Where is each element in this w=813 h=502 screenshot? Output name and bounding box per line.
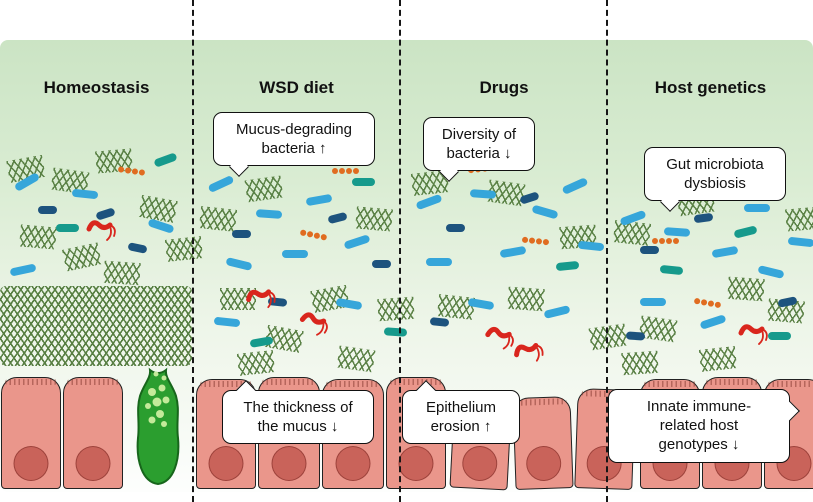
- panel-title-wsd-diet: WSD diet: [259, 78, 334, 97]
- callout-diversity-of-bacteria: Diversity of bacteria ↓: [423, 117, 535, 172]
- bacterium-rod: [768, 332, 791, 340]
- bacterium-cocci-chain: [332, 168, 359, 174]
- callout-gut-microbiota-dysbiosis: Gut microbiota dysbiosis: [644, 147, 786, 202]
- panel-divider: [606, 0, 608, 502]
- cell-nucleus: [398, 446, 434, 481]
- callout-mucus-thickness: The thickness of the mucus ↓: [222, 390, 374, 445]
- mucus-layer: [0, 286, 192, 366]
- panel-divider: [399, 0, 401, 502]
- cell-nucleus: [271, 446, 307, 481]
- bacterium-rod: [426, 258, 452, 266]
- epithelial-cell: [512, 396, 574, 490]
- bacterium-rod: [38, 206, 57, 214]
- bacterium-flagellate: [243, 281, 282, 319]
- callout-innate-immune-genotypes: Innate immune- related host genotypes ↓: [608, 389, 790, 463]
- bacterium-rod: [282, 250, 308, 258]
- bacterium-rod: [640, 246, 659, 254]
- bacterium-flagellate: [86, 216, 120, 249]
- bacterium-rod: [446, 224, 465, 232]
- panel-title-host-genetics: Host genetics: [654, 78, 767, 97]
- panel-title-drugs: Drugs: [479, 78, 529, 97]
- bacterium-rod: [56, 224, 79, 232]
- bacterium-rod: [372, 260, 391, 268]
- cell-nucleus: [461, 445, 499, 482]
- cell-nucleus: [208, 446, 244, 481]
- cell-nucleus: [335, 446, 371, 481]
- bacterium-rod: [352, 178, 375, 186]
- cell-nucleus: [525, 445, 562, 482]
- panel-title-homeostasis: Homeostasis: [43, 78, 150, 97]
- epithelial-cell: [1, 377, 61, 489]
- bacterium-rod: [640, 298, 666, 306]
- bacterium-cocci-chain: [652, 238, 679, 244]
- panel-divider: [192, 0, 194, 502]
- bacterium-flagellate: [738, 320, 772, 353]
- bacterium-flagellate: [294, 306, 335, 347]
- cell-nucleus: [13, 446, 49, 481]
- callout-epithelium-erosion: Epithelium erosion ↑: [402, 390, 520, 445]
- epithelial-cell: [63, 377, 123, 489]
- bacterium-rod: [744, 204, 770, 212]
- cell-nucleus: [75, 446, 111, 481]
- mucus-hatch: [220, 288, 256, 310]
- callout-mucus-degrading-bacteria: Mucus-degrading bacteria ↑: [213, 112, 375, 167]
- goblet-cell: [136, 367, 180, 486]
- bacterium-flagellate: [481, 321, 520, 359]
- bacterium-rod: [232, 230, 251, 238]
- bacterium-flagellate: [510, 334, 551, 375]
